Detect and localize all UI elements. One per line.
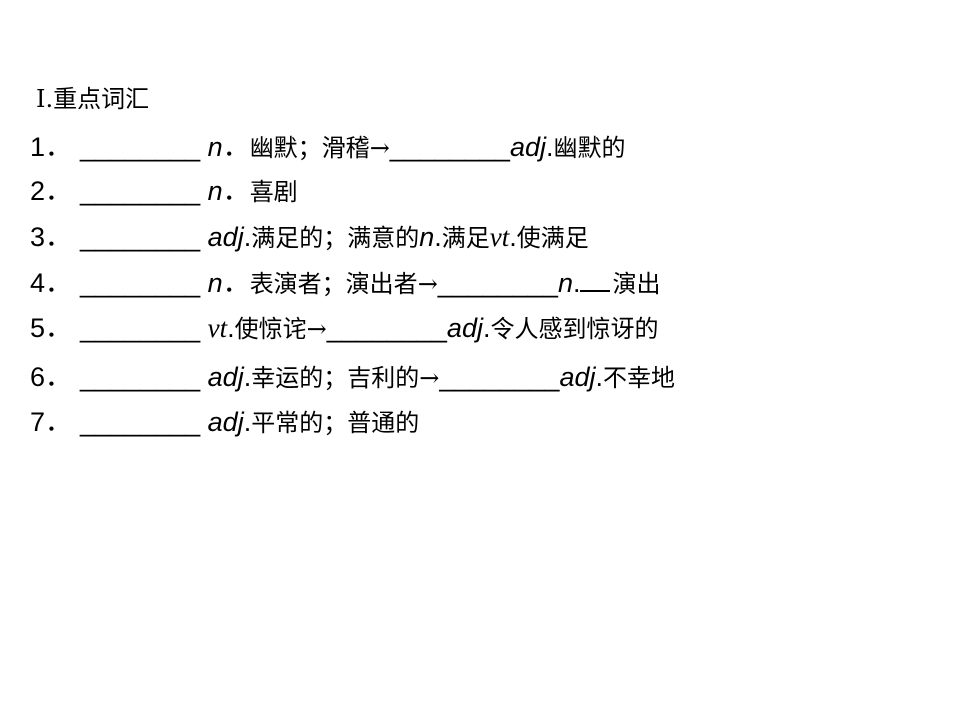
pos-punct: . [545, 132, 554, 162]
part-of-speech: adj [207, 222, 244, 252]
part-of-speech-derived: adj [559, 362, 596, 392]
pos-punct: ． [222, 268, 250, 298]
answer-blank-derived: ________ [389, 132, 510, 162]
meaning-3: 使满足 [516, 224, 589, 252]
answer-blank-derived: ________ [326, 313, 447, 343]
part-of-speech-derived: adj [509, 132, 546, 162]
part-of-speech: adj [207, 362, 244, 392]
vocab-item-4: 4．________ n．表演者；演出者→________n.演出 [30, 265, 660, 302]
vocab-item-6: 6．________ adj.幸运的；吉利的→________adj.不幸地 [30, 359, 675, 396]
pos-punct: . [482, 313, 491, 343]
answer-blank: ________ [80, 268, 201, 298]
part-of-speech-derived: n [557, 268, 573, 298]
part-of-speech: vt [207, 313, 228, 343]
part-of-speech: n [207, 176, 223, 206]
meaning: 表演者；演出者 [249, 270, 418, 298]
meaning: 幽默；滑稽 [249, 134, 370, 162]
meaning: 平常的；普通的 [251, 409, 420, 437]
pos-punct: . [243, 222, 252, 252]
part-of-speech: n [207, 132, 223, 162]
pos-punct: . [243, 407, 252, 437]
answer-blank: ________ [80, 132, 201, 162]
meaning-derived: 演出 [612, 270, 661, 298]
section-heading: Ⅰ.重点词汇 [36, 85, 150, 113]
vocab-item-7: 7．________ adj.平常的；普通的 [30, 404, 419, 441]
meaning: 喜剧 [249, 178, 298, 206]
pos-punct: ． [222, 176, 250, 206]
part-of-speech-derived: adj [446, 313, 483, 343]
pos-punct: . [227, 313, 235, 343]
meaning-2: 满足 [441, 224, 490, 252]
arrow-icon: → [369, 134, 390, 162]
pos-punct: . [434, 222, 442, 252]
arrow-icon: → [419, 364, 440, 392]
item-number: 5． [30, 313, 73, 343]
answer-blank-derived: ________ [439, 362, 560, 392]
answer-blank: ________ [80, 313, 201, 343]
item-number: 7． [30, 407, 73, 437]
meaning: 满足的；满意的 [251, 224, 420, 252]
pos-punct: . [595, 362, 603, 392]
vocab-item-3: 3．________ adj.满足的；满意的n.满足vt.使满足 [30, 219, 589, 256]
item-number: 3． [30, 222, 73, 252]
arrow-icon: → [306, 315, 327, 343]
pos-punct: . [509, 222, 517, 252]
item-number: 6． [30, 362, 73, 392]
arrow-icon: → [417, 270, 438, 298]
answer-blank: ________ [80, 222, 201, 252]
answer-blank: ________ [80, 407, 201, 437]
part-of-speech-3: vt [489, 222, 510, 252]
answer-blank-derived: ________ [437, 268, 558, 298]
underline-mark [580, 268, 611, 292]
part-of-speech: adj [207, 407, 244, 437]
vocab-item-5: 5．________ vt.使惊诧→________adj.令人感到惊讶的 [30, 310, 658, 347]
meaning-derived: 不幸地 [603, 364, 675, 392]
item-number: 4． [30, 268, 73, 298]
item-number: 1． [30, 132, 73, 162]
vocab-item-2: 2．________ n．喜剧 [30, 173, 298, 210]
pos-punct: . [572, 268, 581, 298]
meaning-derived: 幽默的 [553, 134, 626, 162]
part-of-speech: n [207, 268, 223, 298]
part-of-speech-2: n [419, 222, 435, 252]
meaning: 使惊诧 [234, 315, 307, 343]
pos-punct: ． [222, 132, 250, 162]
vocab-item-1: 1．________ n．幽默；滑稽→________adj.幽默的 [30, 129, 625, 166]
meaning-derived: 令人感到惊讶的 [490, 315, 659, 343]
pos-punct: . [243, 362, 252, 392]
answer-blank: ________ [80, 362, 201, 392]
answer-blank: ________ [80, 176, 201, 206]
meaning: 幸运的；吉利的 [251, 364, 420, 392]
item-number: 2． [30, 176, 73, 206]
